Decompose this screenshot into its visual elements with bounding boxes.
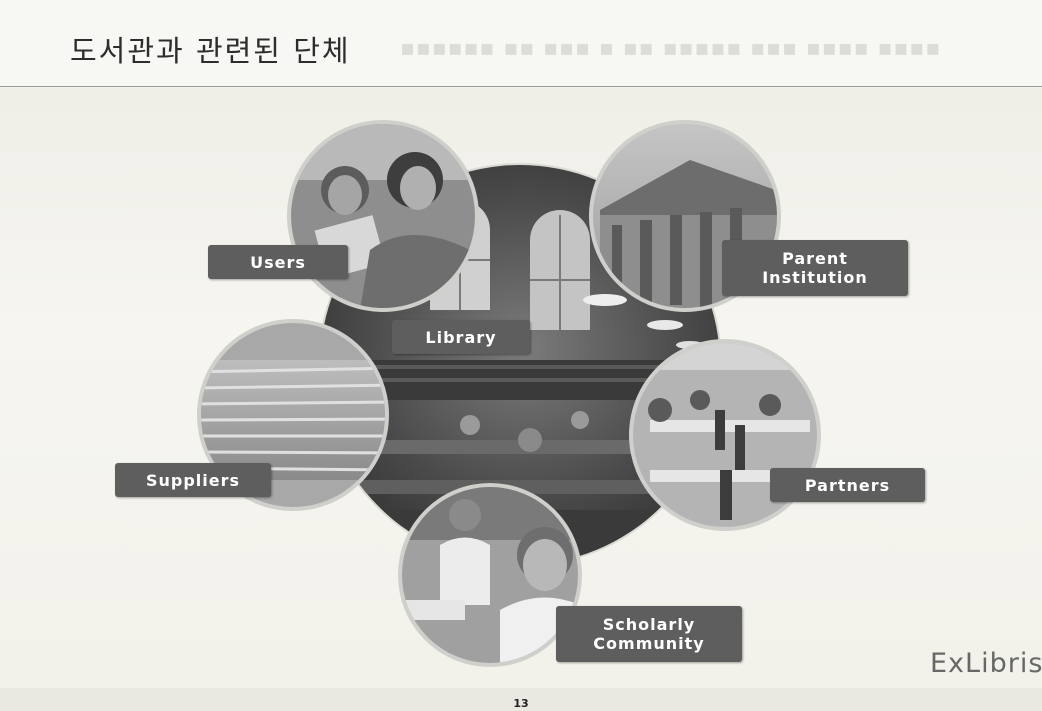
label-suppliers: Suppliers [115, 463, 271, 497]
users-photo [287, 120, 479, 312]
slide-footer [0, 688, 1042, 711]
scholarly-community-photo [398, 483, 582, 667]
parent-institution-photo [589, 120, 781, 312]
label-scholarly-community: Scholarly Community [556, 606, 742, 662]
label-library: Library [392, 320, 530, 354]
faded-background-text: ▪▪▪▪▪▪ ▪▪ ▪▪▪ ▪ ▪▪ ▪▪▪▪▪ ▪▪▪ ▪▪▪▪ ▪▪▪▪ [400, 36, 942, 61]
exlibris-logo: ExLibris [930, 648, 1042, 679]
label-users: Users [208, 245, 348, 279]
page-number: 13 [513, 697, 529, 710]
label-parent-institution: Parent Institution [722, 240, 908, 296]
slide-title: 도서관과 관련된 단체 [70, 34, 351, 68]
slide-header [0, 0, 1042, 87]
label-partners: Partners [770, 468, 925, 502]
suppliers-photo [197, 319, 389, 511]
